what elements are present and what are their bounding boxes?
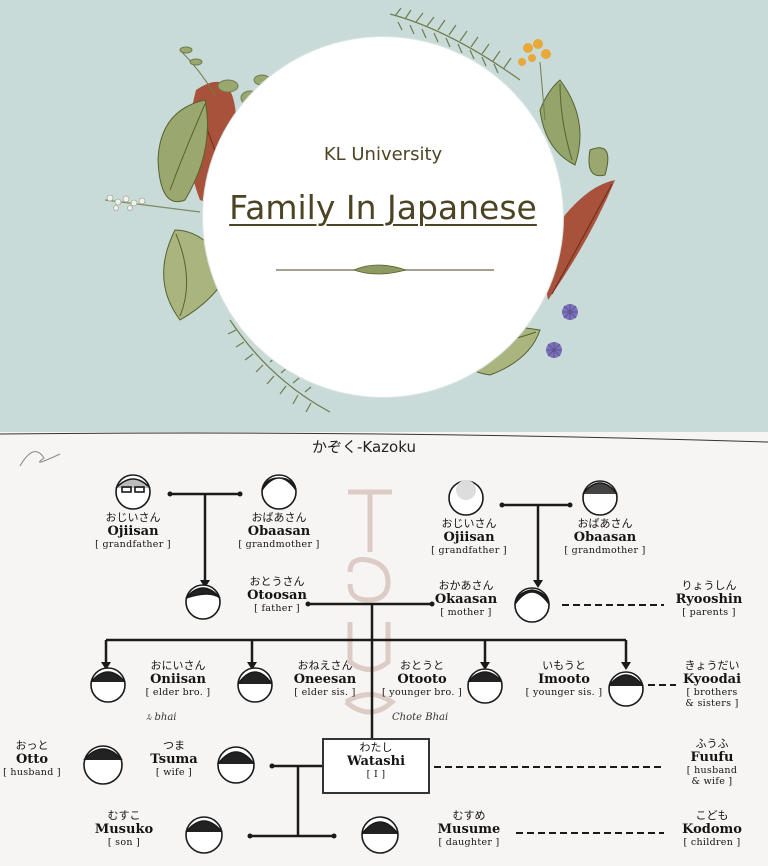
label-ojiisan-right: おじいさん Ojiisan [ grandfather ] — [431, 517, 507, 556]
label-oneesan: おねえさん Oneesan [ elder sis. ] — [293, 659, 357, 698]
label-musume: むすめ Musume [ daughter ] — [437, 809, 501, 848]
sheet-title: かぞく-Kazoku — [312, 438, 416, 456]
label-kyoodai: きょうだい Kyoodai [ brothers & sisters ] — [682, 659, 742, 709]
title-circle — [206, 40, 560, 394]
botanical-wreath — [104, 7, 615, 413]
label-otooto: おとうと Otooto [ younger bro. ] — [381, 659, 463, 698]
slide-title: Family In Japanese — [229, 188, 537, 227]
university-name: KL University — [323, 144, 443, 165]
family-tree-lines — [0, 432, 768, 854]
label-watashi: わたし Watashi [ I ] — [346, 741, 406, 780]
label-ryooshin: りょうしん Ryooshin [ parents ] — [675, 579, 743, 618]
label-fuufu: ふうふ Fuufu [ husband & wife ] — [686, 737, 738, 787]
label-obaasan-right: おばあさん Obaasan [ grandmother ] — [564, 517, 646, 556]
label-imooto: いもうと Imooto [ younger sis. ] — [525, 659, 603, 698]
label-obaasan-left: おばあさん Obaasan [ grandmother ] — [238, 511, 320, 550]
handwritten-note-otooto: Chote Bhai — [392, 712, 449, 723]
label-kodomo: こども Kodomo [ children ] — [682, 809, 742, 848]
label-otoosan: おとうさん Otoosan [ father ] — [247, 575, 307, 614]
label-tsuma: つま Tsuma [ wife ] — [150, 739, 198, 778]
label-okaasan: おかあさん Okaasan [ mother ] — [434, 579, 498, 618]
label-otto: おっと Otto [ husband ] — [3, 739, 61, 778]
family-tree-worksheet: かぞく-Kazoku おじいさん Ojiisan [ grandfather ]… — [0, 432, 768, 866]
label-oniisan: おにいさん Oniisan [ elder bro. ] — [145, 659, 211, 698]
label-ojiisan-left: おじいさん Ojiisan [ grandfather ] — [95, 511, 171, 550]
label-musuko: むすこ Musuko [ son ] — [94, 809, 154, 848]
title-slide: KL University Family In Japanese — [0, 0, 768, 432]
leaf-divider — [276, 264, 494, 275]
watashi-box — [322, 738, 430, 794]
handwritten-note-oniisan: ಸಿ bhai — [146, 712, 177, 723]
